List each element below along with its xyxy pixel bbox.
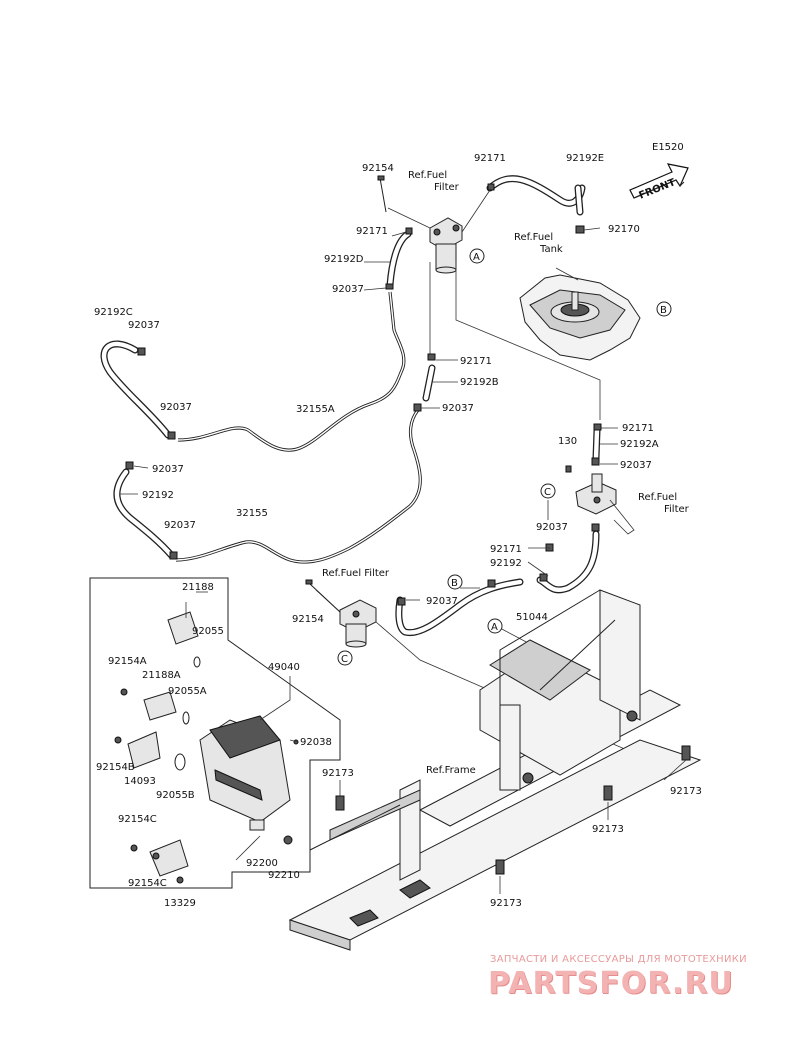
fuel-pipes [175,291,422,564]
fuel-filter-right [575,473,635,535]
bracket-14093 [114,731,186,771]
part-label: 92038 [300,737,332,748]
part-label: 92037 [536,522,568,533]
part-label: 92037 [164,520,196,531]
part-label: 92173 [322,768,354,779]
fuel-filter-top [429,217,463,274]
part-label: 130 [558,436,577,447]
part-label: 92171 [490,544,522,555]
front-arrow-icon: FRONT [629,163,689,202]
ref-fuel-filter-top-2: Filter [434,182,460,193]
part-label: 49040 [268,662,300,673]
part-label: 21188 [182,582,214,593]
part-label: 92200 [246,858,278,869]
ref-fuel-filter-top-1: Ref.Fuel [408,170,447,181]
part-label: 92171 [460,356,492,367]
part-label: 92154C [118,814,157,825]
part-label: 21188A [142,670,181,681]
part-label: 92173 [490,898,522,909]
ref-fuel-filter-right-2: Filter [664,504,690,515]
part-label: 13329 [164,898,196,909]
callout-A-top: A [469,248,485,264]
bolts-and-clamps [125,175,602,745]
ref-frame: Ref.Frame [426,765,476,776]
part-label: 92192D [324,254,364,265]
part-label: 92037 [160,402,192,413]
solenoid-21188A [120,688,190,725]
part-label: 92037 [128,320,160,331]
part-label: 92171 [622,423,654,434]
part-label: 92055B [156,790,195,801]
part-label: 92154 [362,163,394,174]
figure-code: E1520 [652,142,684,153]
part-label: 92154 [292,614,324,625]
fuel-tank [519,274,641,361]
part-label: 92170 [608,224,640,235]
part-label: 92154C [128,878,167,889]
callout-B-mid: B [447,574,463,590]
callout-B-tank: B [656,301,672,317]
watermark-logo: PARTSFOR.RU [488,966,734,1001]
ref-fuel-filter-right-1: Ref.Fuel [638,492,677,503]
part-label: 92037 [442,403,474,414]
part-label: 92154B [96,762,135,773]
part-label: 92055A [168,686,207,697]
vehicle-frame [288,589,702,951]
part-label: 92192B [460,377,499,388]
part-label: 92171 [474,153,506,164]
callout-C-right: C [540,483,556,499]
hoses [100,175,601,637]
part-label: 92192A [620,439,659,450]
part-label: 51044 [516,612,548,623]
part-label: 92037 [332,284,364,295]
svg-text:C: C [544,487,551,498]
svg-text:B: B [451,578,458,589]
svg-text:B: B [660,305,667,316]
svg-text:C: C [341,654,348,665]
ref-labels: Ref.Fuel Filter Ref.Fuel Tank Ref.Fuel F… [322,170,690,776]
part-label: 92154A [108,656,147,667]
part-label: 92173 [670,786,702,797]
part-label: 32155A [296,404,335,415]
part-label: 92192 [142,490,174,501]
callout-A-frame: A [487,618,503,634]
callout-C-mid: C [337,650,353,666]
part-label: 92171 [356,226,388,237]
watermark-caption: ЗАПЧАСТИ И АКСЕССУАРЫ ДЛЯ МОТОТЕХНИКИ [490,954,747,965]
part-label: 92192 [490,558,522,569]
part-label: 92055 [192,626,224,637]
svg-text:A: A [473,252,480,263]
part-label: 92037 [152,464,184,475]
part-label: 32155 [236,508,268,519]
part-label: 92037 [426,596,458,607]
part-label: 14093 [124,776,156,787]
part-label: 92037 [620,460,652,471]
label-leaders [120,227,687,894]
solenoid-21188 [167,611,201,668]
part-label: 92192E [566,153,604,164]
ref-fuel-tank-1: Ref.Fuel [514,232,553,243]
part-number-labels: 92154 92171 92192E 92171 92170 92192D 92… [94,153,702,909]
clip-92173-parts [335,745,691,875]
fuel-filter-mid [339,599,377,648]
part-label: 92210 [268,870,300,881]
ref-fuel-tank-2: Tank [539,244,563,255]
injection-pump [199,715,293,845]
part-label: 92173 [592,824,624,835]
injection-pump-box [89,577,341,889]
ref-fuel-filter-mid: Ref.Fuel Filter [322,568,390,579]
part-label: 92192C [94,307,133,318]
bracket-13329 [130,839,189,884]
svg-text:A: A [491,622,498,633]
